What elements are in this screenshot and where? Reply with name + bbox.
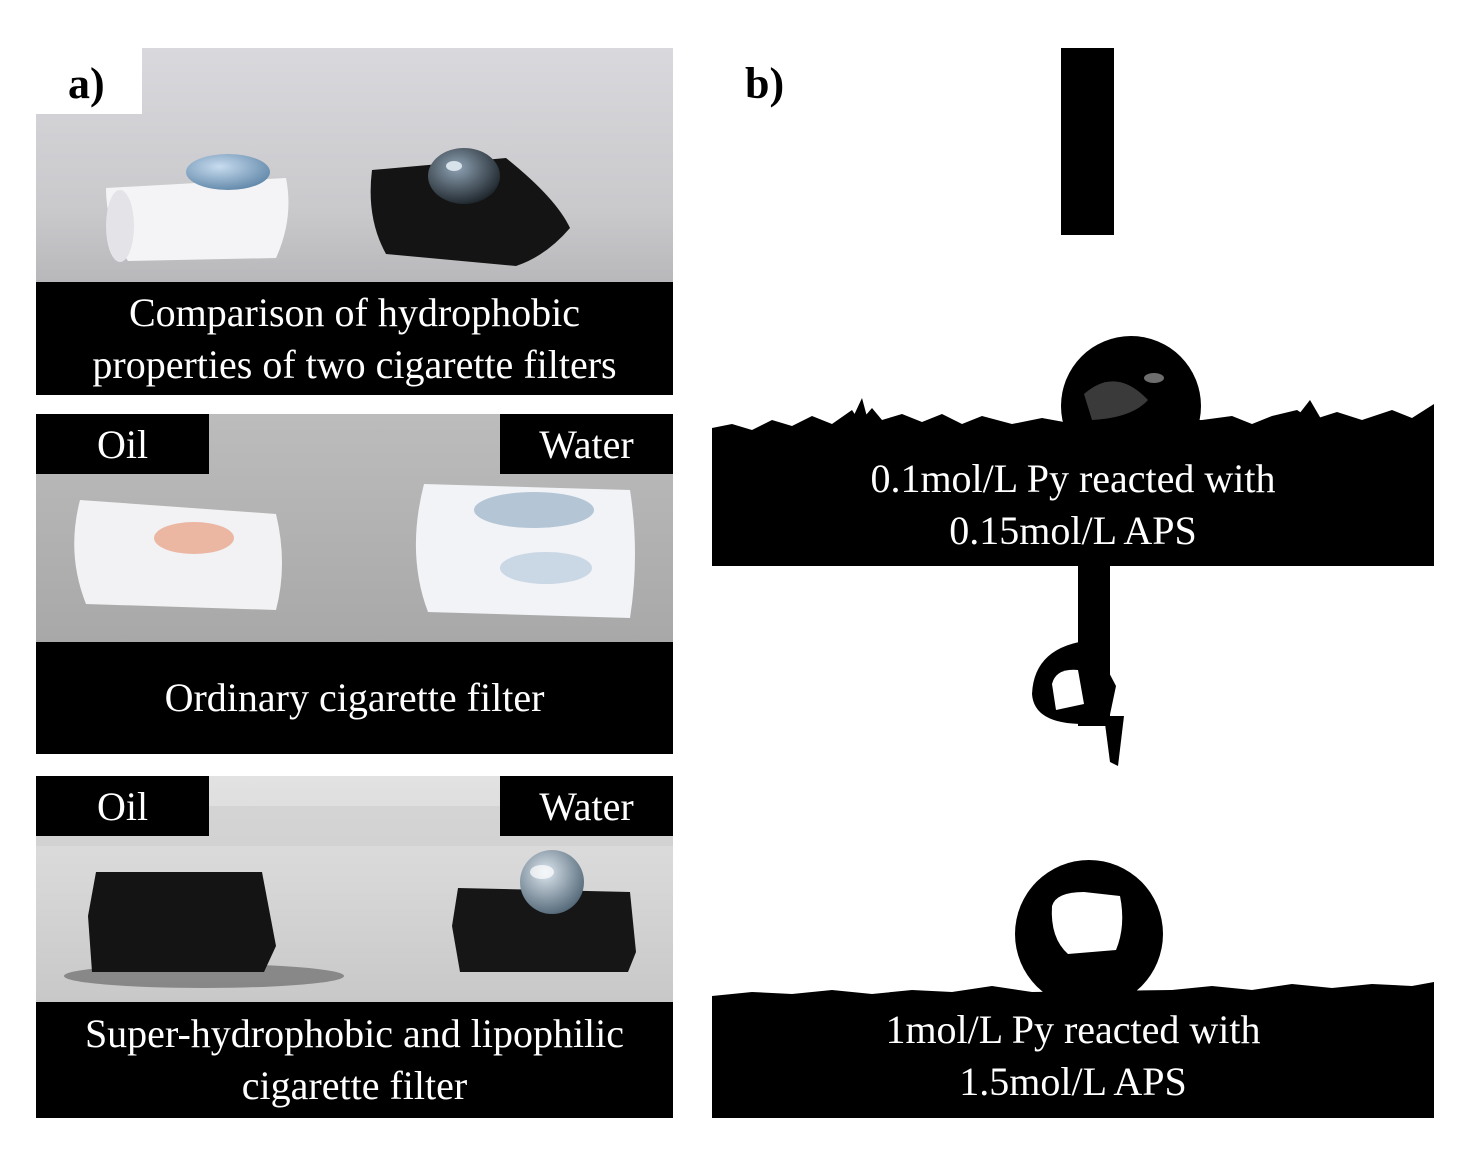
caption-high-concentration: 1mol/L Py reacted with 1.5mol/L APS xyxy=(712,996,1434,1116)
caption-low-concentration-line2: 0.15mol/L APS xyxy=(949,508,1197,553)
caption-high-concentration-line2: 1.5mol/L APS xyxy=(959,1059,1187,1104)
tag-oil-ordinary: Oil xyxy=(36,414,209,474)
caption-hydrophobic-comparison: Comparison of hydrophobic properties of … xyxy=(36,282,673,395)
photo-hydrophobic-comparison xyxy=(36,48,673,282)
caption-superhydrophobic-filter-text: Super-hydrophobic and lipophilic cigaret… xyxy=(84,1011,625,1108)
tag-oil-superhydrophobic: Oil xyxy=(36,776,209,836)
caption-low-concentration-line1: 0.1mol/L Py reacted with xyxy=(870,456,1276,501)
tag-water-ordinary: Water xyxy=(500,414,673,474)
tag-water-superhydrophobic: Water xyxy=(500,776,673,836)
caption-low-concentration: 0.1mol/L Py reacted with 0.15mol/L APS xyxy=(712,445,1434,565)
panel-a: Comparison of hydrophobic properties of … xyxy=(36,48,673,1118)
photo-hydrophobic-comparison-image xyxy=(36,48,673,282)
panel-b-label: b) xyxy=(745,59,785,108)
caption-ordinary-filter: Ordinary cigarette filter xyxy=(36,642,673,754)
caption-hydrophobic-comparison-text: Comparison of hydrophobic properties of … xyxy=(92,289,617,387)
caption-high-concentration-line1: 1mol/L Py reacted with xyxy=(885,1007,1261,1052)
caption-superhydrophobic-filter: Super-hydrophobic and lipophilic cigaret… xyxy=(36,1002,673,1118)
panel-a-label: a) xyxy=(68,59,105,108)
